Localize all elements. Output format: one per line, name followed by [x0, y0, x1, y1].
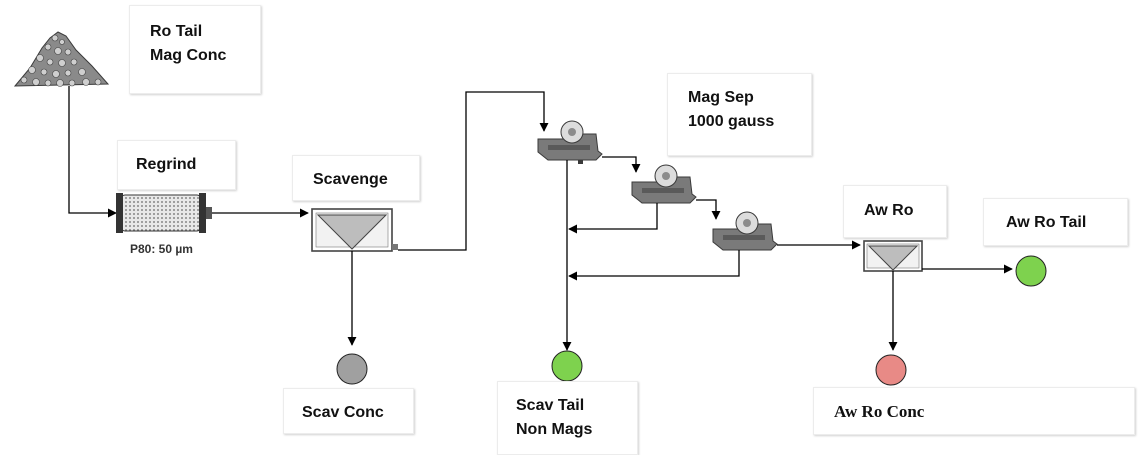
mag-separator-1-icon [537, 120, 603, 164]
scav-conc-node [336, 353, 368, 385]
aw-ro-cell-icon [863, 240, 923, 272]
mag-sep-label: Mag Sep 1000 gauss [667, 73, 812, 156]
feed-line [68, 86, 117, 218]
mag-separator-3-icon [712, 211, 778, 251]
magsep2-to-magsep3-line [696, 199, 721, 220]
ball-mill-icon [116, 193, 212, 233]
p80-label: P80: 50 µm [130, 242, 193, 256]
scav-conc-label: Scav Conc [283, 388, 414, 434]
aw-ro-tail-node [1015, 255, 1047, 287]
magsep1-to-magsep2-line [602, 156, 641, 173]
regrind-label: Regrind [117, 140, 236, 190]
magsep3-non-mags-line [568, 250, 740, 281]
magsep2-non-mags-line [568, 203, 658, 234]
scav-tail-non-mags-label: Scav Tail Non Mags [497, 381, 638, 455]
scavenge-to-magsep-line [398, 91, 549, 251]
aw-ro-label: Aw Ro [843, 185, 947, 238]
scavenge-label: Scavenge [292, 155, 420, 201]
ore-pile-icon [13, 31, 110, 87]
mag-separator-2-icon [631, 164, 697, 204]
aw-ro-conc-label: Aw Ro Conc [813, 387, 1135, 435]
aw-ro-tail-label: Aw Ro Tail [983, 198, 1128, 246]
scavenge-cell-icon [311, 208, 398, 252]
scav-tail-node [551, 350, 583, 382]
aw-ro-conc-node [875, 354, 907, 386]
ro-tail-mag-conc-label: Ro Tail Mag Conc [129, 5, 261, 94]
